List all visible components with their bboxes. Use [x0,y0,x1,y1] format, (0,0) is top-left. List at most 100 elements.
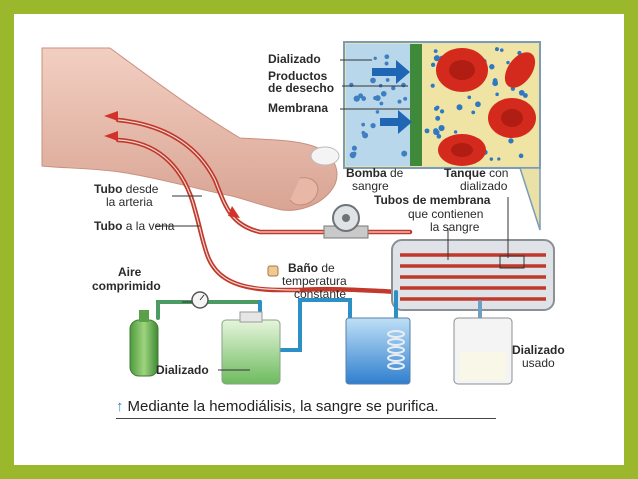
particle-dot [430,62,436,67]
figure-caption: ↑Mediante la hemodiálisis, la sangre se … [116,398,439,415]
caption-arrow-icon: ↑ [116,398,124,415]
label-usado: usado [522,356,555,370]
label-tubos-de-membrana: Tubos de membrana [374,193,491,207]
label-tanque-con: Tanque con [444,167,508,180]
dialysate-tubes [156,290,482,352]
label-bano: Baño [288,261,318,275]
particle-dot [362,132,369,139]
zoom-callout [518,167,541,231]
particle-dot [492,80,499,87]
particle-dot [453,130,458,134]
label-tubo-desde: Tubo desde [94,183,158,196]
particle-dot [370,122,376,129]
gauze-roll [310,146,340,166]
particle-dot [370,77,376,84]
label-constante: constante [294,287,347,301]
particle-dot [361,122,366,127]
label-tubo-desde-suffix: desde [122,182,159,196]
particle-dot [522,93,528,98]
label-tubo-2: Tubo [94,219,123,233]
caption-underline [116,418,496,419]
particle-dot [495,92,499,97]
particle-dot [506,60,510,65]
blood-tube-highlights [117,119,410,291]
blood-pump [323,204,369,239]
finger-shape [289,177,319,206]
membrane-flow-arrows [372,60,412,134]
particle-dot [433,106,439,111]
particle-dot [358,93,364,99]
particle-dot [433,49,438,54]
particle-dot [518,153,524,159]
particle-dot [401,82,406,88]
thermometer-icon [267,265,279,277]
label-dializado-usado: Dializado [512,343,565,357]
particle-dot [439,109,445,114]
label-productos: Productos [268,69,328,83]
particle-dot [384,61,389,66]
label-tubo-a-la-vena: Tubo a la vena [94,220,174,233]
particle-dot [351,145,357,151]
particle-dot [489,157,494,161]
dialysate-container [221,311,281,385]
label-tubo-1: Tubo [94,182,123,196]
label-aire: Aire [118,265,142,279]
used-dialysate-container [453,317,513,385]
red-blood-cells [436,48,536,166]
particle-dot [385,78,390,82]
particle-dot [467,95,472,100]
label-bomba: Bomba [346,166,387,180]
label-bano-de-suffix: de [318,261,335,275]
particle-dot [489,64,495,70]
particle-dot [373,96,378,101]
particle-dot [353,95,360,102]
particle-dot [435,115,441,121]
label-la-sangre: la sangre [430,220,480,234]
particle-dot [384,54,390,60]
label-que-contienen: que contienen [408,207,484,221]
particle-dot [352,151,357,156]
label-tanque-con-suffix: con [485,166,509,180]
label-temperatura: temperatura [282,274,347,288]
label-comprimido: comprimido [92,279,161,293]
label-membrana: Membrana [268,101,329,115]
particle-dot [475,101,481,108]
label-dializado-tanque: dializado [460,179,508,193]
particle-dot [433,128,439,134]
particle-dot [397,99,402,104]
caption-text: Mediante la hemodiálisis, la sangre se p… [127,398,439,415]
particle-dot [375,110,380,114]
particle-dot [424,128,430,134]
particle-dot [391,85,396,91]
particle-dot [430,83,435,88]
particle-dot [508,138,514,144]
particle-dot [403,96,408,101]
particle-dot [433,55,440,62]
label-tanque: Tanque [444,166,486,180]
pressure-gauge [191,291,209,309]
label-bomba-de: Bomba de [346,167,403,180]
label-bomba-de-suffix: de [386,166,404,180]
particle-dot [436,134,442,139]
air-cylinder [129,310,159,377]
leader-lines [156,59,509,371]
particle-dot [499,48,504,52]
label-sangre: sangre [352,179,389,193]
heater-bath [345,317,411,385]
particle-dot [379,101,384,106]
particle-dot [373,56,377,60]
particle-dot [518,89,525,96]
particle-dot [494,47,499,52]
label-dializado-bottom: Dializado [156,363,209,377]
label-de-desecho: de desecho [268,81,335,95]
particle-dot [456,104,463,111]
particle-dot [471,110,476,115]
label-la-arteria: la arteria [106,195,153,209]
particle-dot [439,127,443,132]
particle-dot [401,150,408,157]
label-dializado: Dializado [268,52,321,66]
particle-dot [497,157,501,161]
arm-shape [41,47,338,211]
label-tubo-vena-suffix: a la vena [122,219,175,233]
